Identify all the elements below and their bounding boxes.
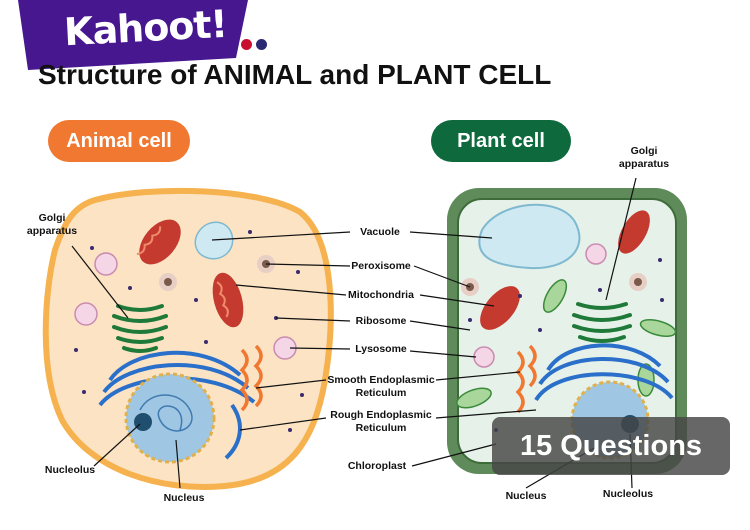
label-chloroplast: Chloroplast	[347, 460, 407, 472]
animal-nucleus	[124, 372, 216, 464]
kahoot-logo-banner: Kahoot!	[18, 0, 248, 70]
navy-dot	[256, 39, 267, 50]
animal-lysosome	[94, 252, 118, 276]
plant-smooth-er	[515, 344, 537, 414]
label-golgi-apparatus-animal: Golgi apparatus	[26, 212, 78, 237]
animal-ribosomes	[74, 230, 304, 432]
animal-rough-er	[98, 350, 256, 460]
label-ribosome: Ribosome	[355, 315, 407, 327]
plant-lysosome	[473, 346, 495, 368]
animal-lysosome	[74, 302, 98, 326]
animal-cell-pill: Animal cell	[48, 120, 190, 162]
plant-chloroplasts	[456, 279, 677, 409]
plant-golgi	[572, 302, 632, 343]
decorative-dots	[241, 37, 271, 55]
label-pointer-lines	[71, 177, 637, 489]
animal-nucleolus	[134, 413, 152, 431]
animal-vacuole	[194, 221, 234, 260]
plant-vacuole	[478, 203, 581, 270]
red-dot	[241, 39, 252, 50]
label-nucleolus-plant: Nucleolus	[602, 488, 654, 500]
questions-count-badge: 15 Questions	[492, 417, 730, 475]
label-vacuole: Vacuole	[360, 226, 400, 238]
label-lysosome: Lysosome	[355, 343, 407, 355]
plant-ribosomes	[468, 258, 664, 432]
label-peroxisome: Peroxisome	[351, 260, 411, 272]
plant-rough-er	[534, 343, 674, 402]
plant-lysosome	[585, 243, 607, 265]
animal-mitochondria-top	[136, 219, 181, 265]
label-mitochondria: Mitochondria	[348, 289, 414, 301]
plant-mitochondria	[480, 210, 650, 330]
page-title: Structure of ANIMAL and PLANT CELL	[38, 59, 552, 90]
animal-smooth-er	[239, 344, 263, 412]
label-golgi-apparatus-plant: Golgi apparatus	[618, 145, 670, 170]
label-rough-er: Rough Endoplasmic Reticulum	[330, 409, 432, 434]
banner-shape	[18, 0, 248, 70]
label-smooth-er: Smooth Endoplasmic Reticulum	[327, 374, 435, 399]
label-nucleus-plant: Nucleus	[505, 490, 547, 502]
label-nucleolus-animal: Nucleolus	[44, 464, 96, 476]
animal-golgi	[112, 304, 168, 353]
label-nucleus-animal: Nucleus	[163, 492, 205, 504]
plant-cell-pill: Plant cell	[431, 120, 571, 162]
animal-mitochondria-center	[212, 272, 244, 328]
animal-cell	[42, 187, 334, 490]
